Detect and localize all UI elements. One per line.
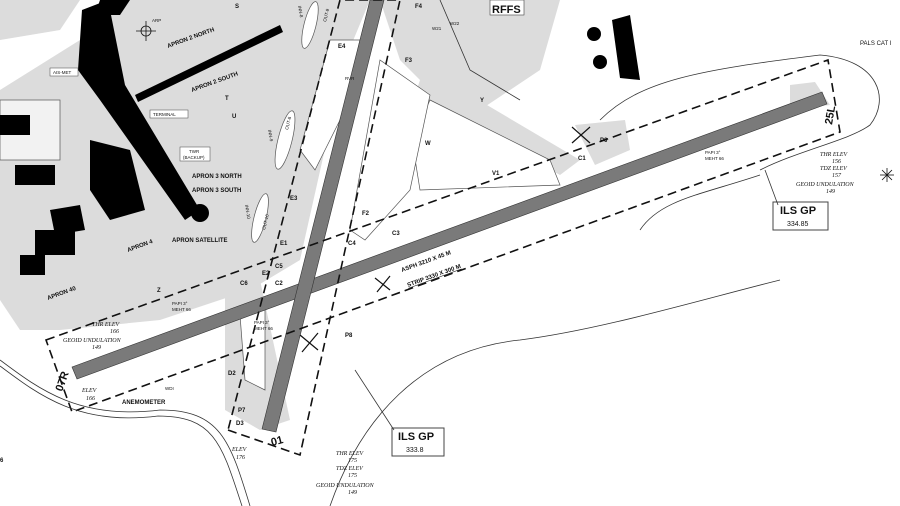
runway-strip-07R-25L <box>44 58 841 414</box>
taxiway-label: E1 <box>280 241 288 247</box>
thr-elev-value: 156 <box>832 159 841 165</box>
taxiway-label: F4 <box>415 4 423 10</box>
taxiway-label: U <box>232 114 236 120</box>
taxiway-label: F2 <box>362 211 370 217</box>
taxiway-label: P8 <box>345 333 353 339</box>
taxiway-label: INN-9 <box>267 129 274 142</box>
thr-elev-label: THR ELEV <box>820 152 849 158</box>
apron-label: APRON 3 NORTH <box>192 174 242 180</box>
roads <box>0 0 880 506</box>
thr-elev-label: THR ELEV <box>92 322 121 328</box>
twr-label: TWR <box>189 149 200 154</box>
geoid-value: 149 <box>826 188 835 195</box>
thr-elev-value: 175 <box>348 458 357 464</box>
elev-label: ELEV <box>81 388 98 394</box>
geoid-label: GEOID UNDULATION <box>63 338 122 344</box>
geoid-label: GEOID UNDULATION <box>316 483 375 489</box>
taxiway-label: C5 <box>275 264 283 270</box>
tdz-elev-label: TDZ ELEV <box>336 466 364 472</box>
taxiway-label: RVR <box>345 76 355 81</box>
taxiway-label: INN-10 <box>244 204 251 219</box>
papi-meht-label: MEHT 66 <box>705 156 724 161</box>
taxiway-label: OUT-10 <box>261 213 270 230</box>
ils-gp-25L-box <box>772 201 829 231</box>
ils-gp-01-freq: 333.8 <box>406 447 424 454</box>
apron-label: APRON SATELLITE <box>172 238 228 244</box>
geoid-value: 149 <box>92 344 101 351</box>
taxiway-label: V1 <box>492 171 500 177</box>
runway-07R-25L <box>71 91 828 380</box>
papi-meht-label: MEHT 66 <box>172 307 191 312</box>
taxiway-label: P6 <box>600 138 608 144</box>
taxiway-label: D2 <box>228 371 236 377</box>
taxiway-label: C2 <box>275 281 283 287</box>
thr-elev-value: 166 <box>110 329 119 335</box>
runway-strip-01 <box>227 0 401 457</box>
taxiway-label: W21 <box>432 26 442 31</box>
ils-gp-01-box <box>391 427 445 457</box>
geoid-label: GEOID UNDULATION <box>796 182 855 188</box>
terminal-buildings <box>0 0 640 275</box>
taxiway-label: D3 <box>236 421 244 427</box>
apron-label: APRON 3 SOUTH <box>192 188 241 194</box>
ils-gp-01-label: ILS GP <box>398 431 434 443</box>
runway-end-07R: 07R <box>54 370 72 393</box>
compass-rose-icon <box>880 168 894 182</box>
elev-label: ELEV <box>231 447 248 453</box>
ais-met-label: AIS-MET <box>53 70 72 75</box>
pals-label: PALS CAT I <box>860 41 892 47</box>
taxiway-label: C6 <box>240 281 248 287</box>
elev-value: 166 <box>86 396 95 402</box>
terminal-label: TERMINAL <box>153 112 176 117</box>
papi-label: PAPI 3° <box>172 301 188 306</box>
thr-elev-label: THR ELEV <box>336 451 365 457</box>
taxiway-label: S <box>235 4 239 10</box>
papi-label: PAPI 3° <box>254 320 270 325</box>
papi-label: PAPI 3° <box>705 150 721 155</box>
twr-backup-label: (BACKUP) <box>183 155 205 160</box>
runway-end-25L: 25L <box>823 104 838 125</box>
taxiway-label: T <box>225 96 229 102</box>
taxiway-label: C4 <box>348 241 356 247</box>
grass-islands <box>0 1 561 391</box>
taxiway-label: C3 <box>392 231 400 237</box>
arp-icon <box>136 21 156 41</box>
taxiway-label: OUT-9 <box>322 8 330 23</box>
taxiway-label: W <box>425 141 431 147</box>
ils-gp-25L-freq: 334.85 <box>787 221 809 228</box>
ils-gp-25L-label: ILS GP <box>780 205 816 217</box>
tdz-elev-value: 175 <box>348 473 357 479</box>
closed-markers <box>299 126 591 353</box>
taxiway-label: OUT-8 <box>284 116 292 131</box>
edge-fragment: 6 <box>0 458 4 464</box>
tdz-elev-label: TDZ ELEV <box>820 166 848 172</box>
taxiway-label: Z <box>157 288 161 294</box>
taxiway-label: E3 <box>290 196 298 202</box>
anemometer-label: ANEMOMETER <box>122 400 166 406</box>
rffs-label: RFFS <box>492 4 521 16</box>
taxiway-label: E2 <box>262 271 270 277</box>
taxiway-label: WDI <box>165 386 174 391</box>
taxiway-label: Y <box>480 98 484 104</box>
taxiway-label: C1 <box>578 156 586 162</box>
taxiway-label: INN-8 <box>297 5 304 18</box>
elev-value: 176 <box>236 455 245 461</box>
runway-01 <box>261 0 385 433</box>
taxiway-label: W22 <box>450 21 460 26</box>
taxiway-label: E4 <box>338 44 346 50</box>
taxiway-label: F3 <box>405 58 413 64</box>
runway-end-01: 01 <box>270 434 285 449</box>
arp-label: ARP <box>152 18 161 23</box>
tdz-elev-value: 157 <box>832 173 842 179</box>
papi-meht-label: MEHT 66 <box>254 326 273 331</box>
taxiway-label: P7 <box>238 408 246 414</box>
geoid-value: 149 <box>348 489 357 496</box>
